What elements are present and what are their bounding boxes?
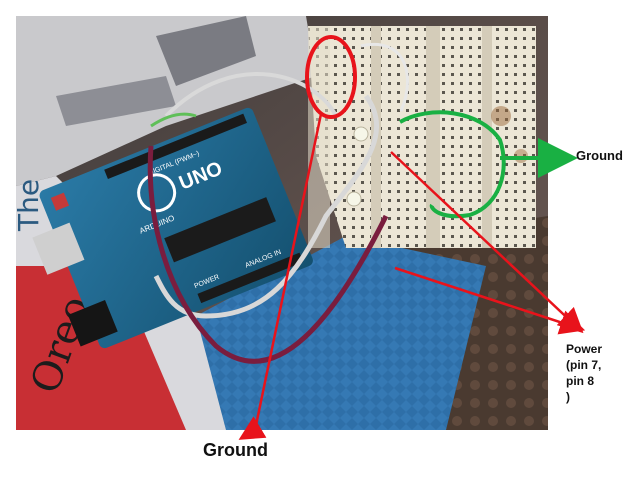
ground-arrow [238, 416, 267, 440]
led-1 [353, 126, 369, 142]
power-label: Power (pin 7, pin 8 ) [566, 341, 634, 405]
ground-label-bottom: Ground [203, 440, 268, 460]
circuit-photo: Oreo The UNO ARDUINO DIGITAL (PWM~) POWE… [16, 16, 548, 430]
power-label-line: (pin 7, [566, 358, 602, 372]
breadboard [308, 26, 536, 248]
power-label-line: ) [566, 390, 570, 404]
white-wire-breadboard [360, 43, 409, 112]
maroon-wire [147, 145, 389, 364]
book-red-band [16, 266, 186, 430]
power-label-line: pin 8 [566, 374, 595, 388]
green-wire-board [150, 112, 197, 128]
book-illustration [56, 76, 176, 126]
book-illustration-2 [156, 16, 256, 86]
led-2 [346, 191, 362, 207]
book-text-left: The [16, 179, 45, 232]
power-label-line: Power [566, 342, 603, 356]
ground-label-right: Ground [576, 148, 623, 163]
